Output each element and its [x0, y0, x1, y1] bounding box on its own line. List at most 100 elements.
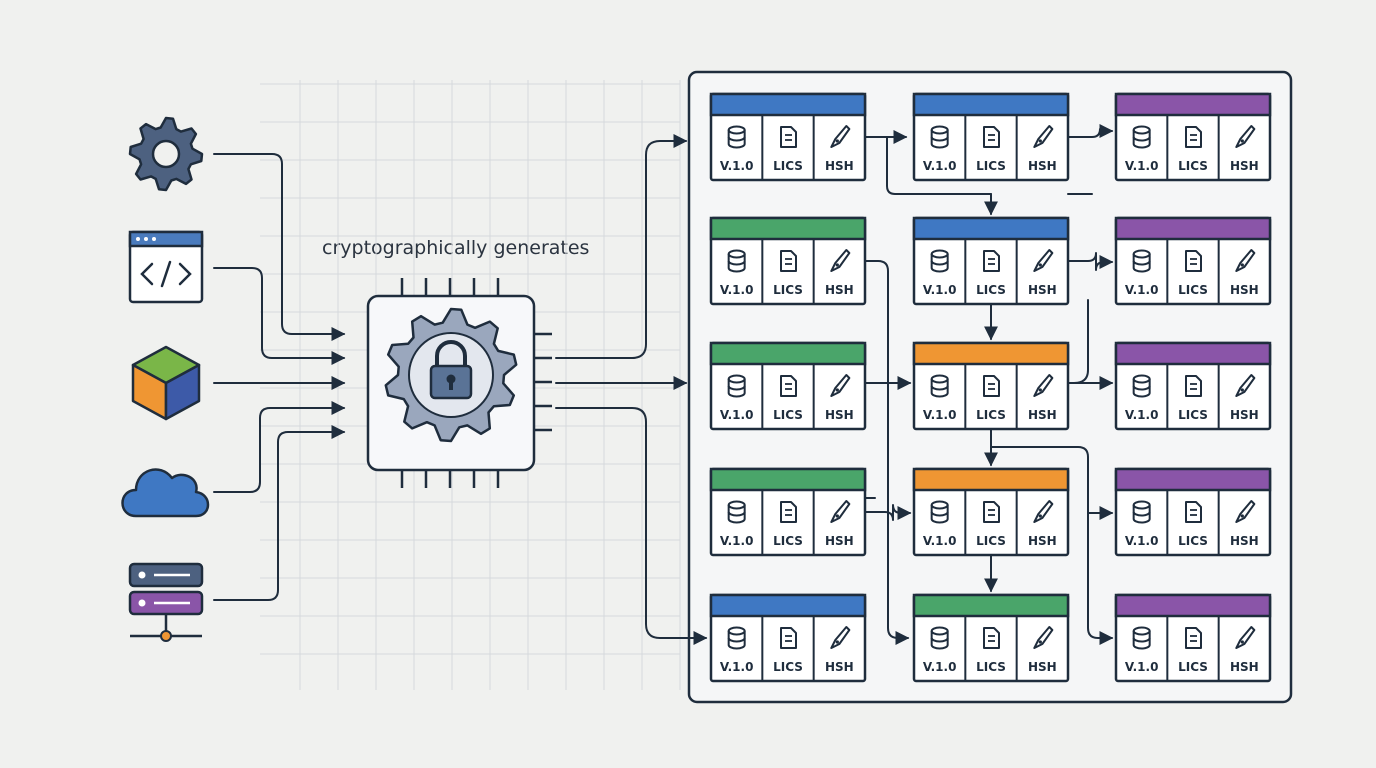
source-icons — [121, 116, 210, 642]
card-header-bar — [1114, 341, 1272, 366]
pen-nib-icon — [1033, 626, 1054, 649]
card-field-label: V.1.0 — [923, 660, 957, 674]
artifact-card: V.1.0 LICS HSH — [1114, 467, 1272, 557]
database-icon — [1132, 125, 1151, 149]
card-field: LICS — [1178, 501, 1208, 548]
database-icon — [727, 626, 746, 650]
card-field: HSH — [825, 125, 854, 173]
processor-chip — [366, 278, 552, 488]
card-field-label: LICS — [1178, 534, 1208, 548]
card-field: LICS — [773, 375, 803, 422]
card-field-label: V.1.0 — [720, 283, 754, 297]
card-field: HSH — [1230, 500, 1259, 548]
card-field-label: V.1.0 — [1125, 159, 1159, 173]
card-field: HSH — [825, 626, 854, 674]
card-field-label: V.1.0 — [923, 283, 957, 297]
card-header-bar — [912, 216, 1070, 241]
card-field-label: V.1.0 — [720, 159, 754, 173]
card-field: V.1.0 — [720, 374, 754, 422]
pen-nib-icon — [1235, 626, 1256, 649]
pen-nib-icon — [1033, 374, 1054, 397]
card-field-label: LICS — [773, 660, 803, 674]
card-field: V.1.0 — [1125, 500, 1159, 548]
card-field-label: V.1.0 — [923, 159, 957, 173]
card-field-label: HSH — [1028, 534, 1057, 548]
card-header-bar — [912, 593, 1070, 618]
document-icon — [983, 126, 1000, 148]
pen-nib-icon — [830, 125, 851, 148]
card-field-label: HSH — [825, 283, 854, 297]
card-field-label: HSH — [1028, 660, 1057, 674]
card-field: V.1.0 — [1125, 626, 1158, 674]
database-icon — [727, 374, 746, 398]
document-icon — [780, 501, 797, 523]
card-field-label: V.1.0 — [923, 534, 957, 548]
card-field-label: HSH — [1230, 283, 1259, 297]
document-icon — [780, 126, 797, 148]
artifact-card: V.1.0 LICS HSH — [1114, 341, 1272, 431]
card-field-label: V.1.0 — [1125, 534, 1159, 548]
database-icon — [1132, 249, 1151, 273]
database-icon — [1132, 374, 1151, 398]
card-field: LICS — [976, 501, 1006, 548]
card-field-label: HSH — [1230, 159, 1259, 173]
database-icon — [930, 125, 949, 149]
pen-nib-icon — [1033, 500, 1054, 523]
card-field: V.1.0 — [1125, 249, 1159, 297]
database-icon — [727, 249, 746, 273]
document-icon — [1185, 250, 1202, 272]
document-icon — [1185, 627, 1202, 649]
card-field-label: LICS — [976, 534, 1006, 548]
card-field: HSH — [825, 500, 854, 548]
document-icon — [983, 375, 1000, 397]
card-header-bar — [1114, 92, 1272, 117]
card-field: V.1.0 — [923, 125, 957, 173]
card-field: V.1.0 — [923, 374, 956, 422]
card-field: LICS — [773, 250, 803, 297]
artifact-card: V.1.0 LICS HSH — [912, 467, 1070, 557]
card-field: V.1.0 — [1125, 125, 1159, 173]
card-field: LICS — [1178, 375, 1208, 422]
database-icon — [727, 500, 746, 524]
card-field-label: V.1.0 — [720, 408, 754, 422]
card-field: HSH — [1230, 249, 1259, 297]
card-field-label: HSH — [1230, 408, 1259, 422]
document-icon — [780, 627, 797, 649]
pen-nib-icon — [1235, 500, 1256, 523]
card-field-label: LICS — [1178, 283, 1208, 297]
card-field-label: HSH — [1028, 283, 1057, 297]
document-icon — [983, 501, 1000, 523]
card-field: LICS — [1178, 627, 1208, 674]
database-icon — [930, 626, 949, 650]
card-field: HSH — [1028, 249, 1057, 297]
code-window-icon — [128, 230, 204, 304]
card-field-label: LICS — [976, 408, 1006, 422]
artifact-card: V.1.0 LICS HSH — [709, 216, 867, 306]
card-field-label: LICS — [773, 283, 803, 297]
card-field-label: V.1.0 — [1125, 283, 1159, 297]
card-field: V.1.0 — [720, 125, 754, 173]
card-field-label: LICS — [1178, 159, 1208, 173]
card-field: LICS — [1178, 126, 1208, 173]
card-field: V.1.0 — [923, 249, 957, 297]
card-header-bar — [1114, 467, 1272, 492]
document-icon — [1185, 501, 1202, 523]
card-field-label: HSH — [825, 408, 854, 422]
card-field: HSH — [1230, 374, 1259, 422]
card-header-bar — [1114, 216, 1272, 241]
card-field: V.1.0 — [1125, 374, 1158, 422]
cloud-icon — [121, 468, 210, 518]
card-field-label: HSH — [1028, 408, 1057, 422]
card-field: HSH — [1028, 374, 1057, 422]
document-icon — [983, 627, 1000, 649]
card-header-bar — [912, 92, 1070, 117]
card-field-label: HSH — [1028, 159, 1057, 173]
card-field-label: HSH — [1230, 534, 1259, 548]
